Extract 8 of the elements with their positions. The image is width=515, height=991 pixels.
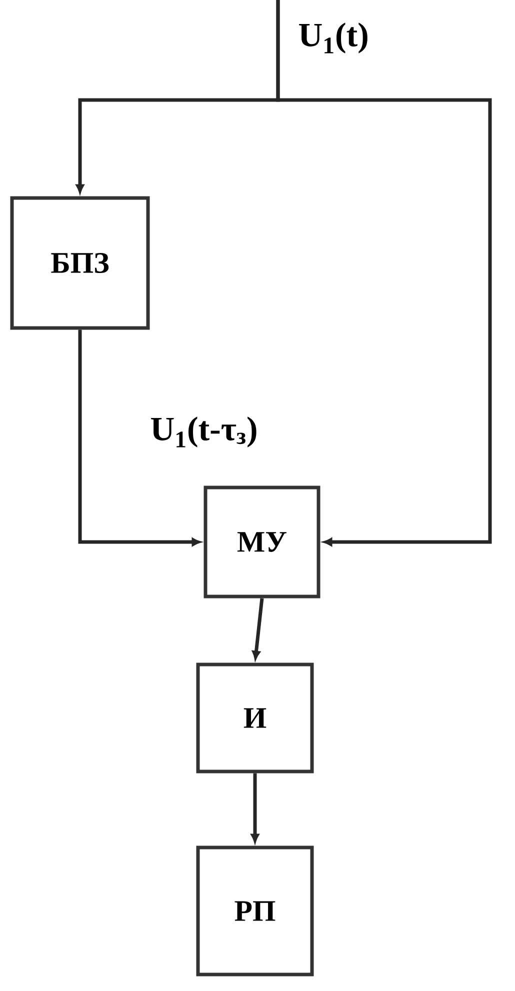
arrow: [276, 0, 492, 546]
signal-label: U$_{1}$(t-τ$_{з}$): [151, 416, 256, 448]
block-box: МУ: [204, 486, 320, 598]
block-box: И: [196, 662, 314, 774]
signal-label: U$_{1}$(t): [299, 22, 368, 54]
block-box: БПЗ: [10, 196, 150, 330]
block-box: РП: [196, 846, 314, 976]
arrow: [78, 330, 200, 546]
